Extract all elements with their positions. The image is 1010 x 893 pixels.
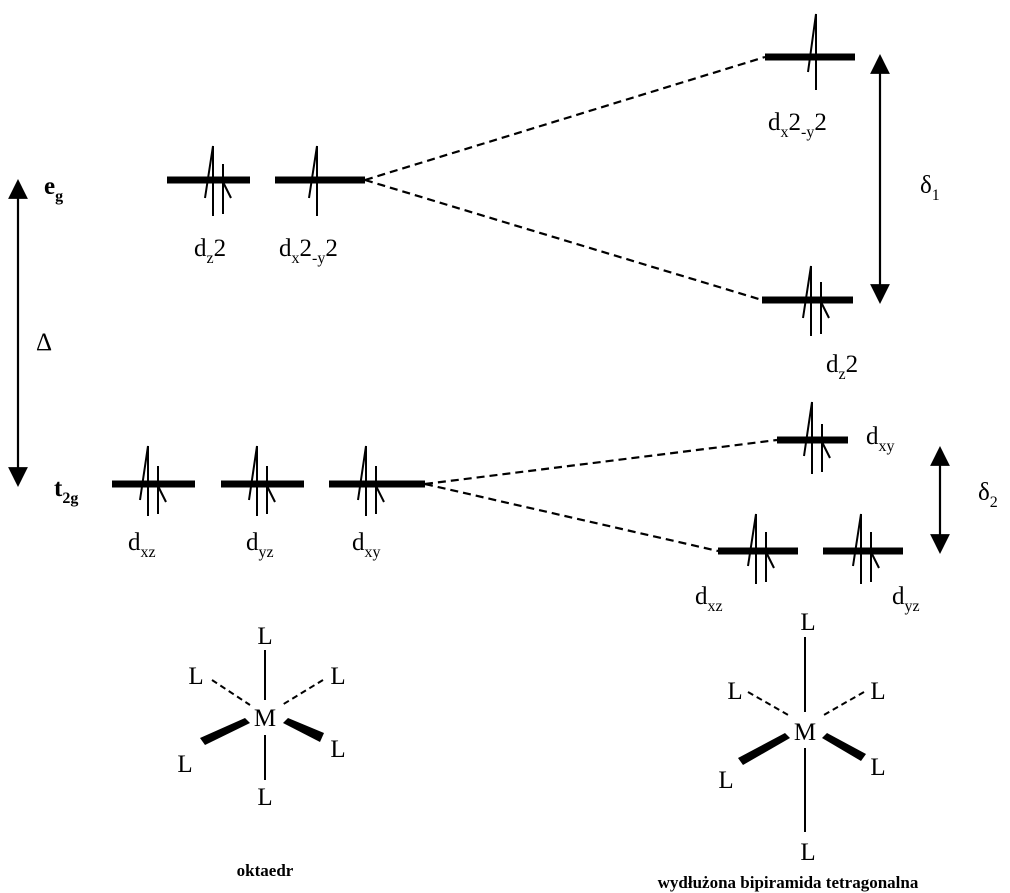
- correlation-line-t2g-to-dxy: [424, 438, 778, 486]
- oct-dxz-label: dxz: [128, 529, 156, 561]
- oct-t2g-dxz-level: [112, 445, 195, 516]
- tet-dyz-level: [823, 513, 903, 584]
- oct-ligand-bottom: L: [257, 784, 272, 811]
- oct-dxy-label: dxy: [352, 529, 381, 561]
- tet-ligand-top: L: [800, 609, 815, 636]
- delta1-label: δ1: [920, 172, 940, 204]
- oct-t2g-dxy-level: [329, 445, 425, 516]
- tet-ligand-back-left: L: [727, 678, 742, 705]
- tet-dxz-level: [718, 513, 798, 584]
- tet-dx2y2-label: dx2-y2: [768, 109, 827, 141]
- oct-eg-dx2y2-level: [275, 145, 365, 216]
- t2g-label: t2g: [54, 475, 78, 507]
- oct-metal-label: M: [254, 705, 276, 732]
- oct-ligand-back-left: L: [188, 663, 203, 690]
- octahedral-caption: oktaedr: [237, 861, 294, 880]
- correlation-line-t2g-to-dxz: [424, 482, 719, 553]
- oct-ligand-back-right: L: [330, 663, 345, 690]
- tet-dz2-label: dz2: [826, 351, 858, 383]
- oct-dyz-label: dyz: [246, 529, 274, 561]
- delta2-label: δ2: [978, 479, 998, 511]
- oct-ligand-front-right: L: [330, 736, 345, 763]
- tet-dz2-level: [762, 265, 853, 336]
- delta-label: Δ: [36, 329, 52, 356]
- tet-ligand-front-right: L: [870, 754, 885, 781]
- oct-dz2-label: dz2: [194, 235, 226, 267]
- tet-dx2y2-level: [765, 13, 855, 90]
- tet-dxz-label: dxz: [695, 583, 723, 615]
- oct-dx2y2-label: dx2-y2: [279, 235, 338, 267]
- tet-ligand-front-left: L: [718, 767, 733, 794]
- tet-metal-label: M: [794, 719, 816, 746]
- tet-dxy-level: [777, 401, 848, 474]
- octahedral-molecule: M L L L L L L: [177, 623, 345, 811]
- correlation-line-eg-to-dz2: [364, 178, 763, 302]
- oct-t2g-dyz-level: [221, 445, 304, 516]
- tet-dxy-label: dxy: [866, 423, 895, 455]
- tet-ligand-back-right: L: [870, 678, 885, 705]
- eg-label: eg: [44, 173, 63, 205]
- tet-dyz-label: dyz: [892, 583, 920, 615]
- tet-ligand-bottom: L: [800, 839, 815, 866]
- tetragonal-molecule: M L L L L L L: [718, 609, 885, 866]
- oct-ligand-front-left: L: [177, 751, 192, 778]
- tetragonal-caption: wydłużona bipiramida tetragonalna: [658, 873, 919, 892]
- oct-eg-dz2-level: [167, 145, 250, 216]
- oct-ligand-top: L: [257, 623, 272, 650]
- correlation-line-eg-to-dx2y2: [364, 55, 766, 182]
